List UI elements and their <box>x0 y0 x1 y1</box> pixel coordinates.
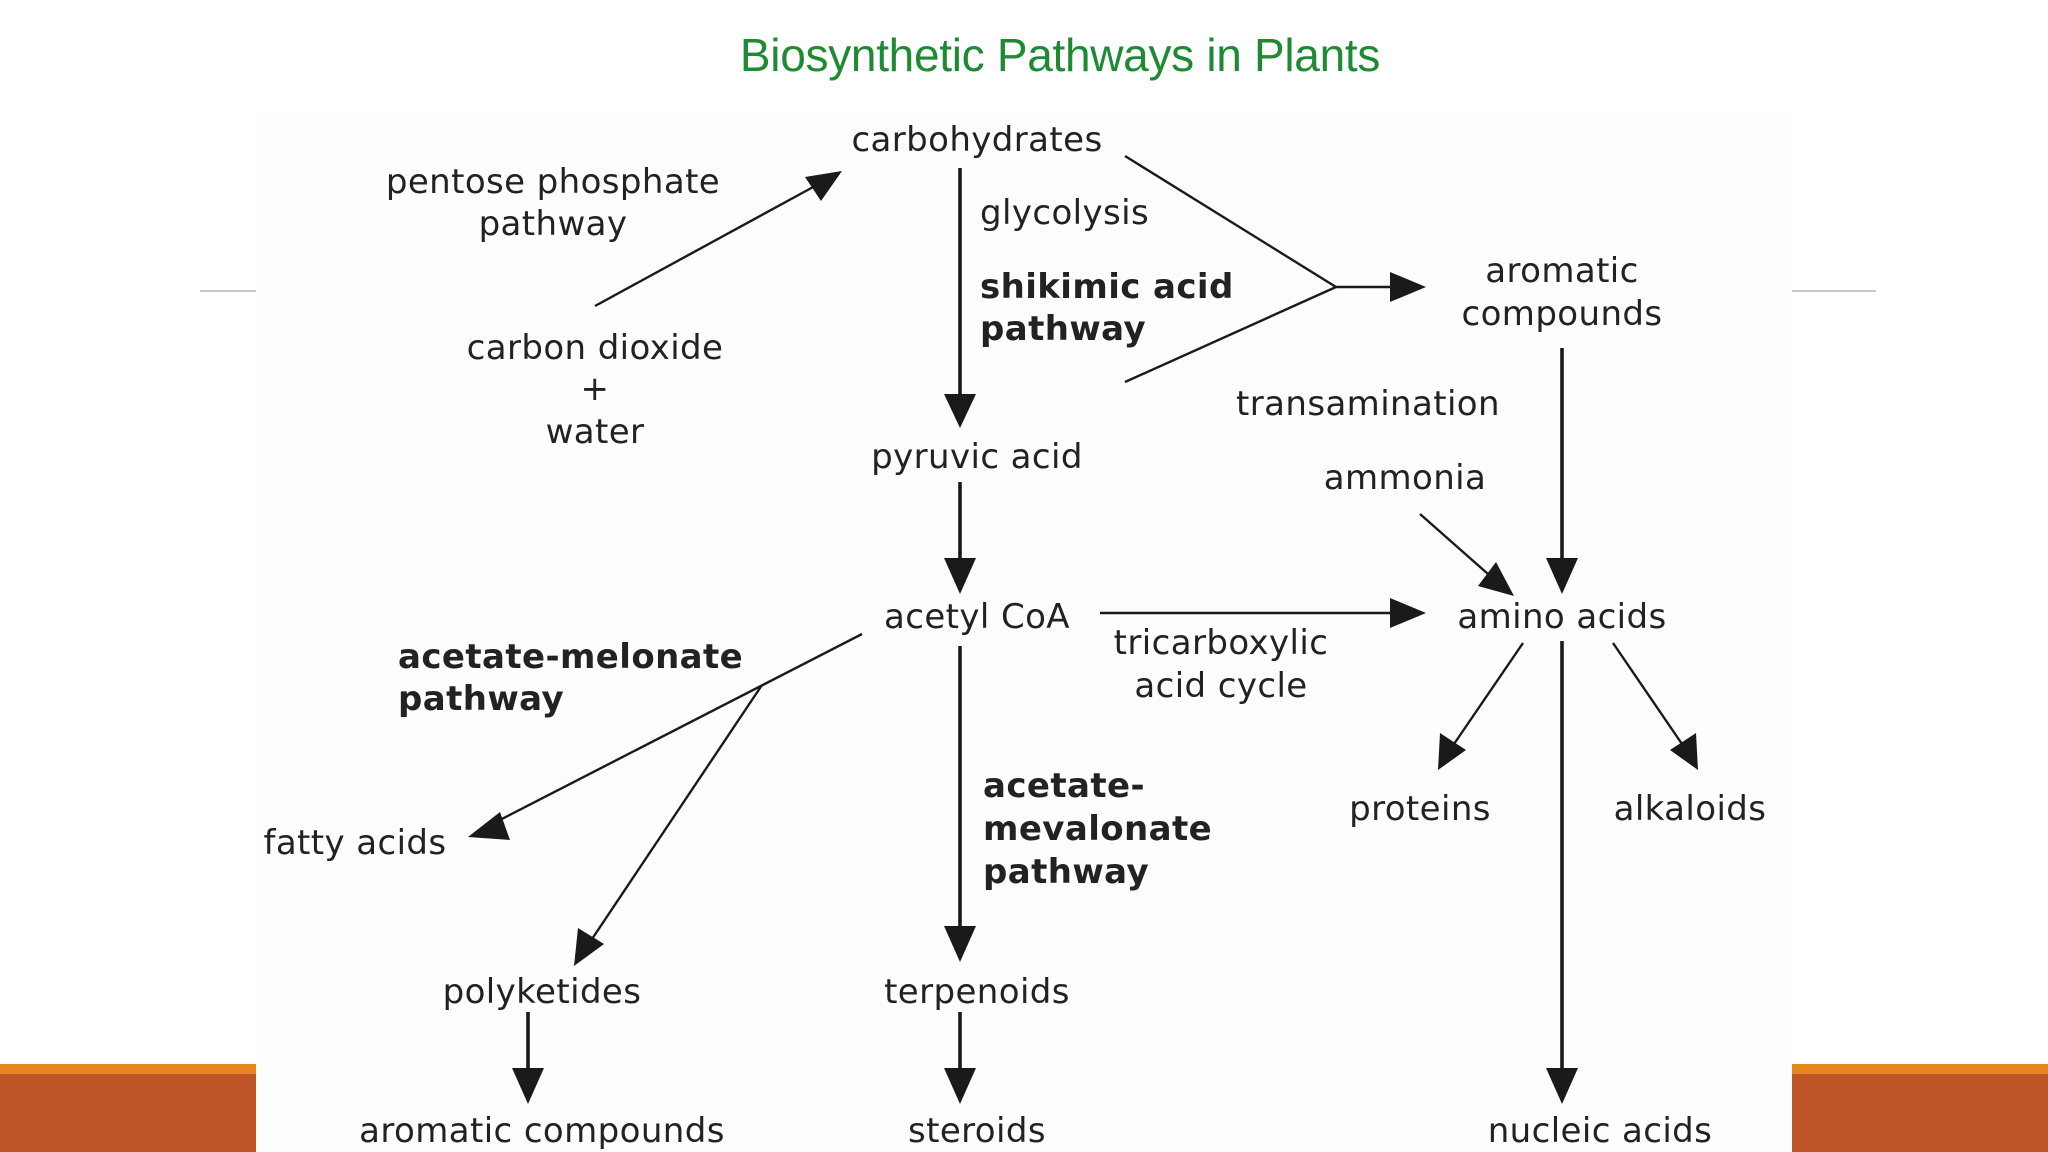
edge-amino-to-nucleic-acids <box>1546 641 1578 1104</box>
label-shikimic-acid-line1: shikimic acid <box>980 267 1234 307</box>
label-transamination: transamination <box>1236 384 1500 424</box>
node-amino-acids: amino acids <box>1457 597 1666 637</box>
node-carbon-dioxide-plus: + <box>581 369 610 409</box>
label-acetate-mevalonate-line3: pathway <box>983 852 1149 892</box>
edge-pyruvic-to-acetyl <box>944 482 976 594</box>
edge-co2-to-carbohydrates <box>594 171 842 308</box>
edge-acetyl-to-amino <box>1100 598 1426 628</box>
node-pyruvic-acid: pyruvic acid <box>871 437 1083 477</box>
edge-acetyl-to-terpenoids <box>944 646 976 962</box>
node-nucleic-acids: nucleic acids <box>1488 1111 1713 1151</box>
label-pentose-phosphate-line2: pathway <box>479 204 628 244</box>
edge-acetyl-to-polyketides <box>574 684 763 966</box>
label-tricarboxylic-line2: acid cycle <box>1134 666 1307 706</box>
label-shikimic-acid-line2: pathway <box>980 309 1146 349</box>
node-carbohydrates: carbohydrates <box>851 120 1102 160</box>
edge-carbohydrates-to-pyruvic <box>944 168 976 428</box>
node-polyketides: polyketides <box>443 972 642 1012</box>
label-tricarboxylic-line1: tricarboxylic <box>1114 623 1329 663</box>
right-divider-rule <box>1792 290 1876 292</box>
edge-amino-to-alkaloids <box>1612 642 1698 770</box>
label-acetate-mevalonate-line1: acetate- <box>983 766 1145 806</box>
edge-amino-to-proteins <box>1438 642 1524 770</box>
node-aromatic-compounds-top-line2: compounds <box>1462 294 1663 334</box>
label-pentose-phosphate-line1: pentose phosphate <box>386 162 720 202</box>
node-proteins: proteins <box>1349 789 1491 829</box>
slide-title: Biosynthetic Pathways in Plants <box>739 29 1381 81</box>
node-aromatic-compounds-bottom: aromatic compounds <box>359 1111 725 1151</box>
diagram-panel <box>256 118 1792 1152</box>
edge-ammonia-to-amino <box>1419 513 1514 596</box>
label-acetate-melonate-line2: pathway <box>398 679 564 719</box>
node-alkaloids: alkaloids <box>1614 789 1767 829</box>
edge-shikimic-to-aromatic <box>1124 154 1426 384</box>
edge-acetyl-to-fatty-acids <box>468 632 863 840</box>
label-acetate-melonate-line1: acetate-melonate <box>398 637 743 677</box>
node-water: water <box>546 412 645 452</box>
edge-polyketides-to-aromatic <box>512 1012 544 1104</box>
node-terpenoids: terpenoids <box>884 972 1070 1012</box>
label-glycolysis: glycolysis <box>980 193 1149 233</box>
left-divider-rule <box>200 290 256 292</box>
label-acetate-mevalonate-line2: mevalonate <box>983 809 1212 849</box>
node-fatty-acids: fatty acids <box>263 823 446 863</box>
edge-aromatic-to-amino <box>1546 348 1578 594</box>
node-aromatic-compounds-top-line1: aromatic <box>1485 251 1639 291</box>
node-acetyl-coa: acetyl CoA <box>884 597 1070 637</box>
node-carbon-dioxide-line1: carbon dioxide <box>467 328 724 368</box>
edge-terpenoids-to-steroids <box>944 1012 976 1104</box>
node-ammonia: ammonia <box>1324 458 1487 498</box>
node-steroids: steroids <box>908 1111 1046 1151</box>
